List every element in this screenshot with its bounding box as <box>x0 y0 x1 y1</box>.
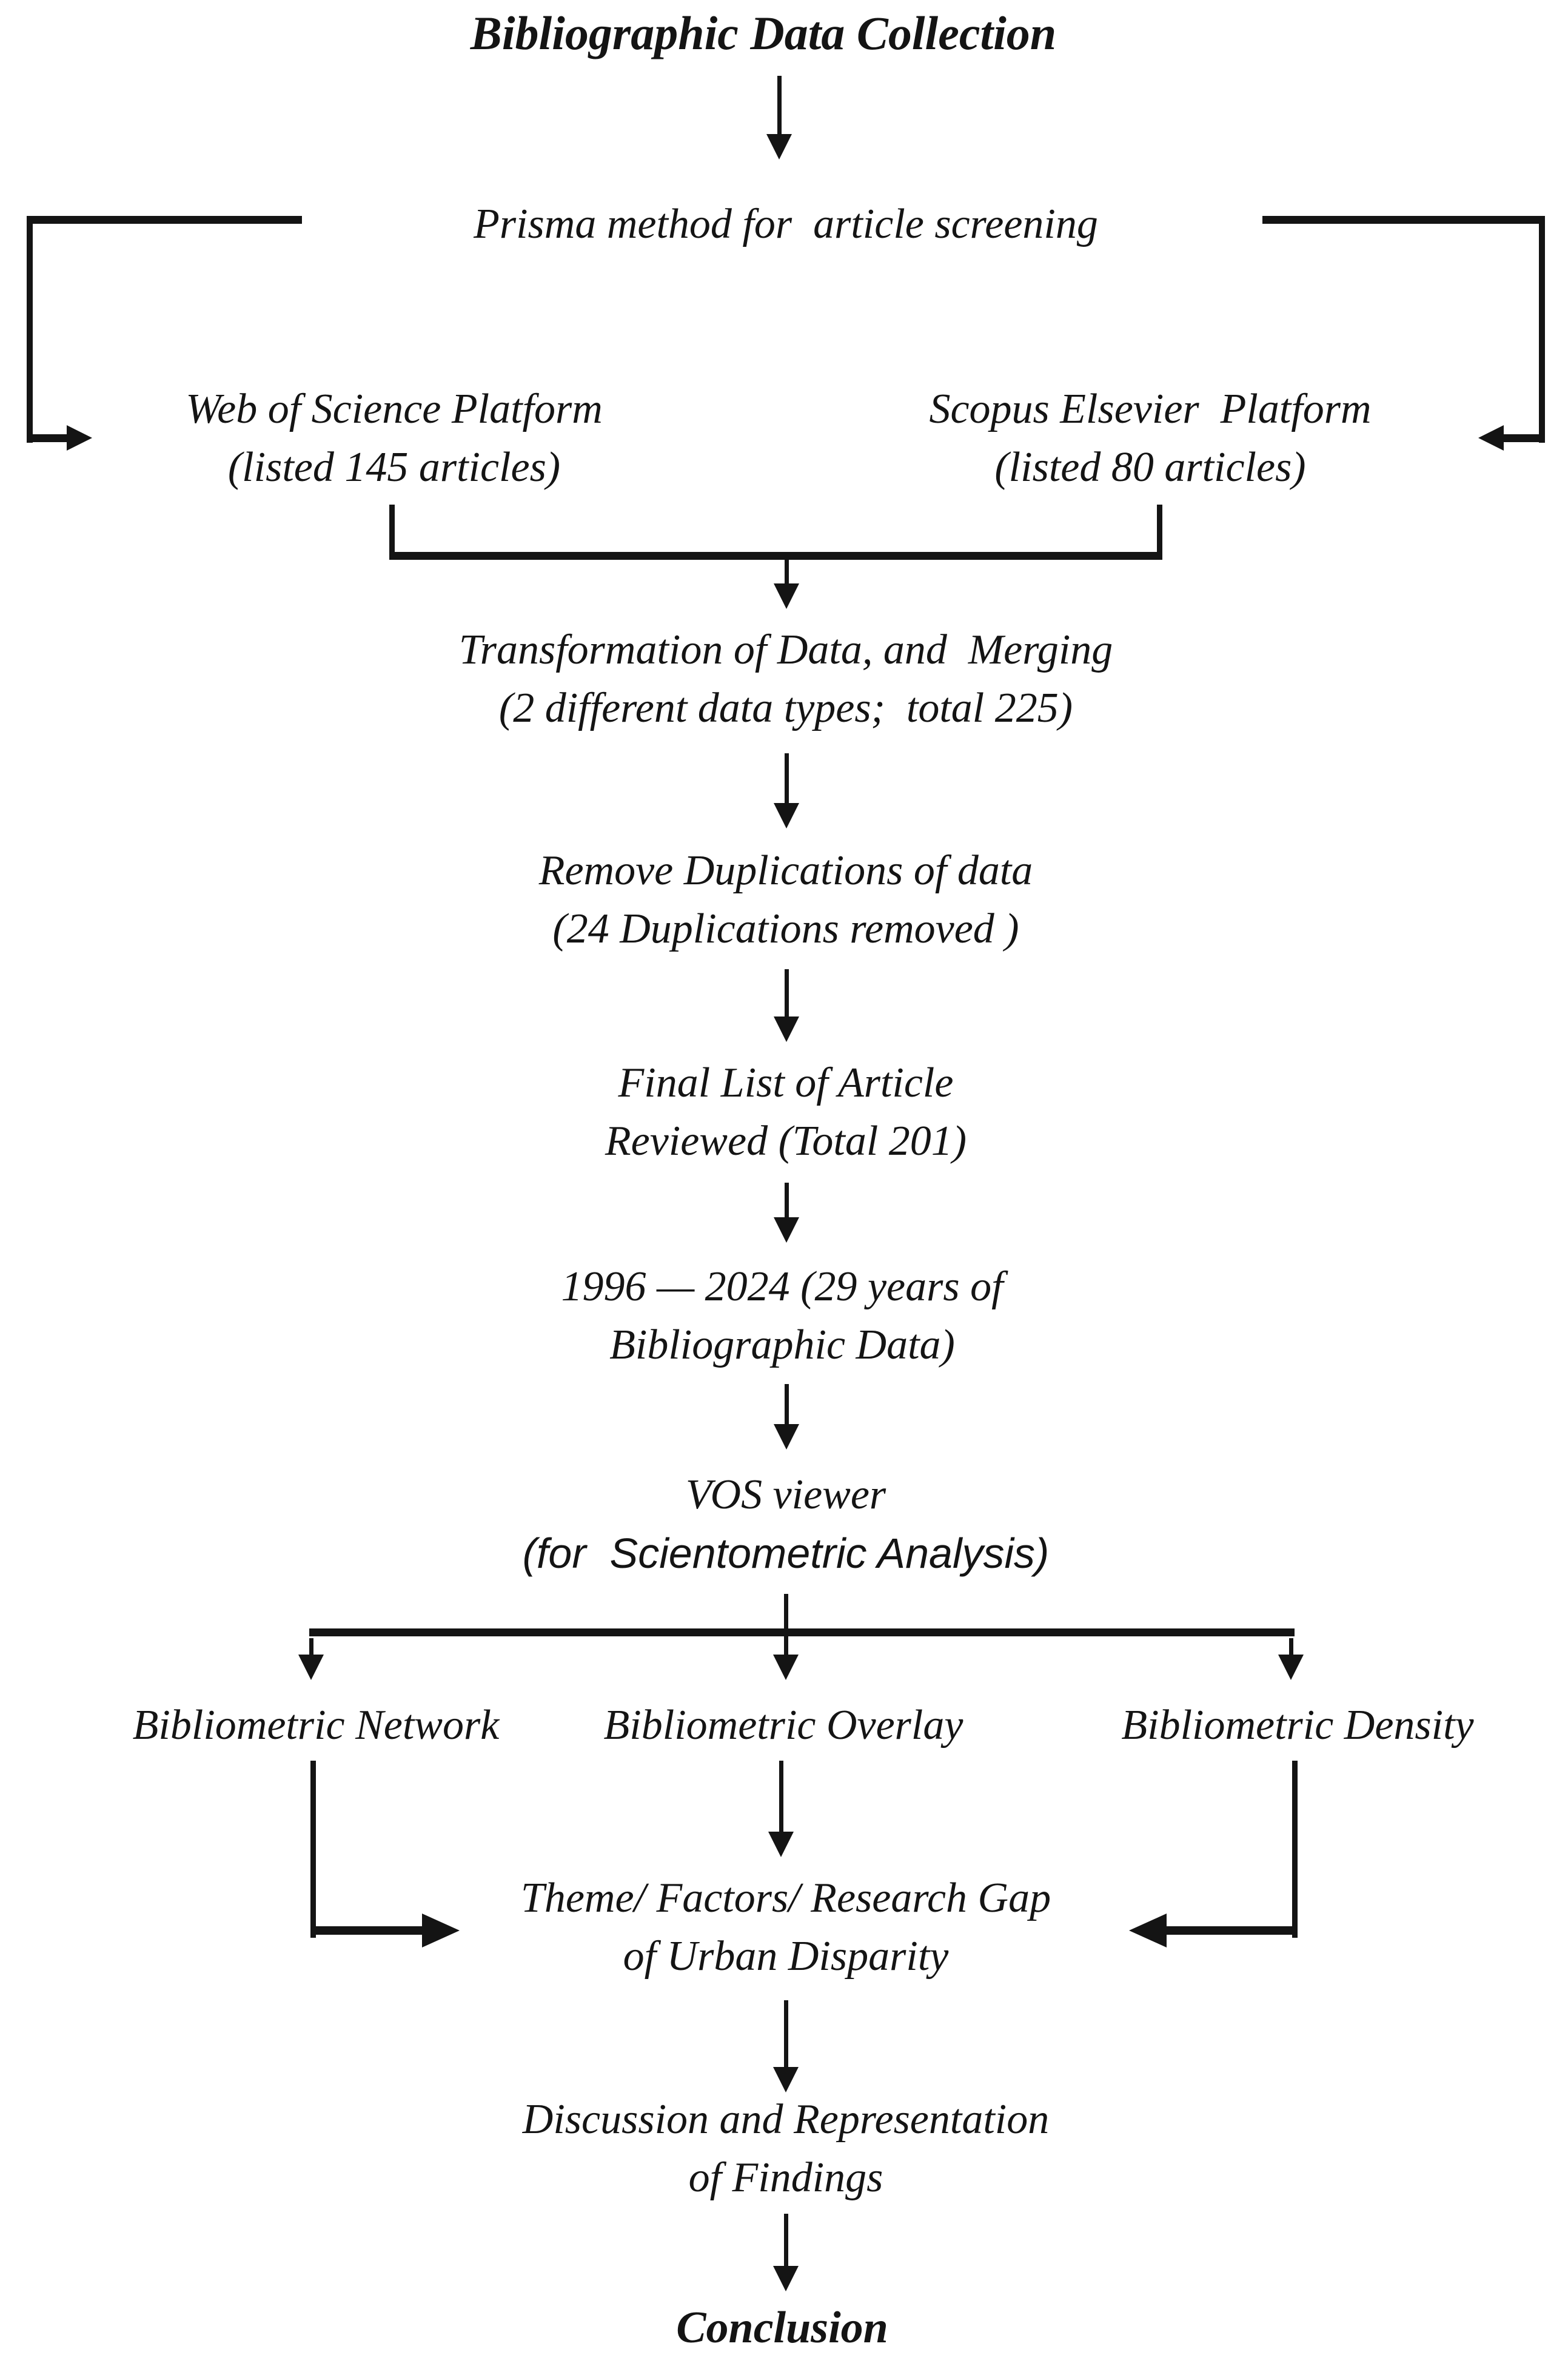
arrow-down-icon <box>768 1832 794 1857</box>
arrow-shaft <box>784 556 789 583</box>
year-range-line2: Bibliographic Data) <box>609 1322 955 1368</box>
arrow-year-range-to-vosviewer <box>774 1384 799 1450</box>
arrow-final-list-to-year-range <box>774 1183 799 1243</box>
arrow-remove-duplications-to-final-list <box>774 969 799 1042</box>
theme-line1: Theme/ Factors/ Research Gap <box>520 1875 1051 1921</box>
vosviewer-line1: VOS viewer <box>685 1471 886 1518</box>
arrow-shaft <box>783 2000 788 2067</box>
flow-node-theme: Theme/ Factors/ Research Gap of Urban Di… <box>331 1869 1241 1986</box>
final-list-line1: Final List of Article <box>618 1060 954 1106</box>
arrow-shaft <box>779 1761 783 1832</box>
arrow-left-icon <box>1478 425 1504 451</box>
arrow-down-icon <box>774 803 799 828</box>
arrow-right-icon <box>422 1914 460 1947</box>
arrow-down-icon <box>773 2067 799 2092</box>
flow-node-year-range: 1996 — 2024 (29 years of Bibliographic D… <box>327 1258 1237 1374</box>
connector-network-drop <box>310 1761 316 1938</box>
flow-node-bibliometric-density: Bibliometric Density <box>1067 1696 1528 1755</box>
arrow-theme-to-discussion <box>773 2000 799 2092</box>
arrow-down-icon <box>773 1655 799 1680</box>
arrow-down-icon <box>766 134 792 160</box>
arrow-down-icon <box>773 2266 799 2291</box>
arrow-down-icon <box>774 1217 799 1243</box>
arrow-into-scopus <box>1478 425 1545 451</box>
connector-right-vertical <box>1539 216 1545 443</box>
arrow-vosviewer-to-overlay-branch <box>773 1594 799 1680</box>
connector-wos-drop <box>389 505 395 560</box>
connector-prisma-right-horizontal <box>1262 216 1545 224</box>
arrow-shaft <box>783 1594 788 1655</box>
flow-node-title: Bibliographic Data Collection <box>400 3 1127 64</box>
arrow-down-icon <box>774 583 799 609</box>
discussion-line2: of Findings <box>688 2154 883 2201</box>
discussion-line1: Discussion and Representation <box>522 2096 1050 2143</box>
connector-density-drop <box>1292 1761 1298 1938</box>
arrow-shaft <box>1288 1638 1293 1655</box>
final-list-line2: Reviewed (Total 201) <box>605 1118 967 1164</box>
scopus-line1: Scopus Elsevier Platform <box>929 386 1372 432</box>
flow-node-transformation: Transformation of Data, and Merging (2 d… <box>331 621 1241 738</box>
vosviewer-line2: (for Scientometric Analysis) <box>522 1530 1050 1577</box>
connector-left-vertical <box>27 216 33 443</box>
bibliometric-density-text: Bibliometric Density <box>1121 1702 1474 1749</box>
arrow-split-to-density <box>1278 1638 1304 1680</box>
connector-prisma-left-horizontal <box>27 216 302 224</box>
flow-node-conclusion: Conclusion <box>418 2297 1146 2358</box>
flow-node-remove-duplications: Remove Duplications of data (24 Duplicat… <box>331 842 1241 958</box>
arrow-shaft <box>777 76 782 134</box>
remove-duplications-line2: (24 Duplications removed ) <box>552 906 1019 952</box>
flow-node-final-list: Final List of Article Reviewed (Total 20… <box>331 1054 1241 1171</box>
arrow-discussion-to-conclusion <box>773 2214 799 2291</box>
arrow-transformation-to-remove-duplications <box>774 753 799 828</box>
prisma-text: Prisma method for article screening <box>474 201 1098 247</box>
theme-line2: of Urban Disparity <box>623 1933 949 1980</box>
arrow-left-icon <box>1129 1914 1167 1947</box>
arrow-shaft <box>784 969 789 1016</box>
arrow-shaft <box>784 753 789 803</box>
remove-duplications-line1: Remove Duplications of data <box>538 847 1033 894</box>
arrow-title-to-prisma <box>766 76 792 160</box>
year-range-line1: 1996 — 2024 (29 years of <box>561 1263 1003 1310</box>
arrow-overlay-to-theme <box>768 1761 794 1857</box>
arrow-shaft <box>309 1638 313 1655</box>
flow-node-scopus: Scopus Elsevier Platform (listed 80 arti… <box>877 380 1423 497</box>
conclusion-text: Conclusion <box>676 2303 888 2353</box>
arrow-density-into-theme <box>1129 1914 1298 1947</box>
bibliometric-overlay-text: Bibliometric Overlay <box>603 1702 963 1749</box>
transformation-line2: (2 different data types; total 225) <box>498 685 1073 731</box>
arrow-down-icon <box>774 1424 799 1450</box>
connector-split-horizontal <box>309 1628 1295 1636</box>
connector-merge-horizontal <box>389 552 1162 560</box>
arrow-shaft <box>784 1183 789 1217</box>
arrow-shaft <box>313 1926 422 1935</box>
arrow-down-icon <box>298 1655 324 1680</box>
arrow-shaft <box>27 434 67 442</box>
arrow-shaft <box>784 1384 789 1424</box>
arrow-into-web-of-science <box>27 425 92 451</box>
flow-node-bibliometric-overlay: Bibliometric Overlay <box>553 1696 1014 1755</box>
arrow-merge-to-transformation <box>774 556 799 609</box>
transformation-line1: Transformation of Data, and Merging <box>458 627 1113 673</box>
connector-scopus-drop <box>1157 505 1162 560</box>
flow-node-discussion: Discussion and Representation of Finding… <box>331 2091 1241 2207</box>
arrow-network-into-theme <box>313 1914 460 1947</box>
bibliometric-network-text: Bibliometric Network <box>132 1702 500 1749</box>
arrow-shaft <box>1504 434 1545 442</box>
title-text: Bibliographic Data Collection <box>470 7 1057 59</box>
flow-node-vosviewer: VOS viewer (for Scientometric Analysis) <box>331 1466 1241 1582</box>
arrow-split-to-network <box>298 1638 324 1680</box>
web-of-science-line2: (listed 145 articles) <box>227 444 561 491</box>
arrow-shaft <box>1167 1926 1298 1935</box>
flow-node-prisma: Prisma method for article screening <box>361 195 1210 254</box>
arrow-down-icon <box>1278 1655 1304 1680</box>
flow-node-web-of-science: Web of Science Platform (listed 145 arti… <box>121 380 667 497</box>
scopus-line2: (listed 80 articles) <box>994 444 1306 491</box>
flow-node-bibliometric-network: Bibliometric Network <box>85 1696 546 1755</box>
arrow-down-icon <box>774 1016 799 1042</box>
arrow-shaft <box>783 2214 788 2266</box>
arrow-right-icon <box>67 425 92 451</box>
web-of-science-line1: Web of Science Platform <box>186 386 603 432</box>
